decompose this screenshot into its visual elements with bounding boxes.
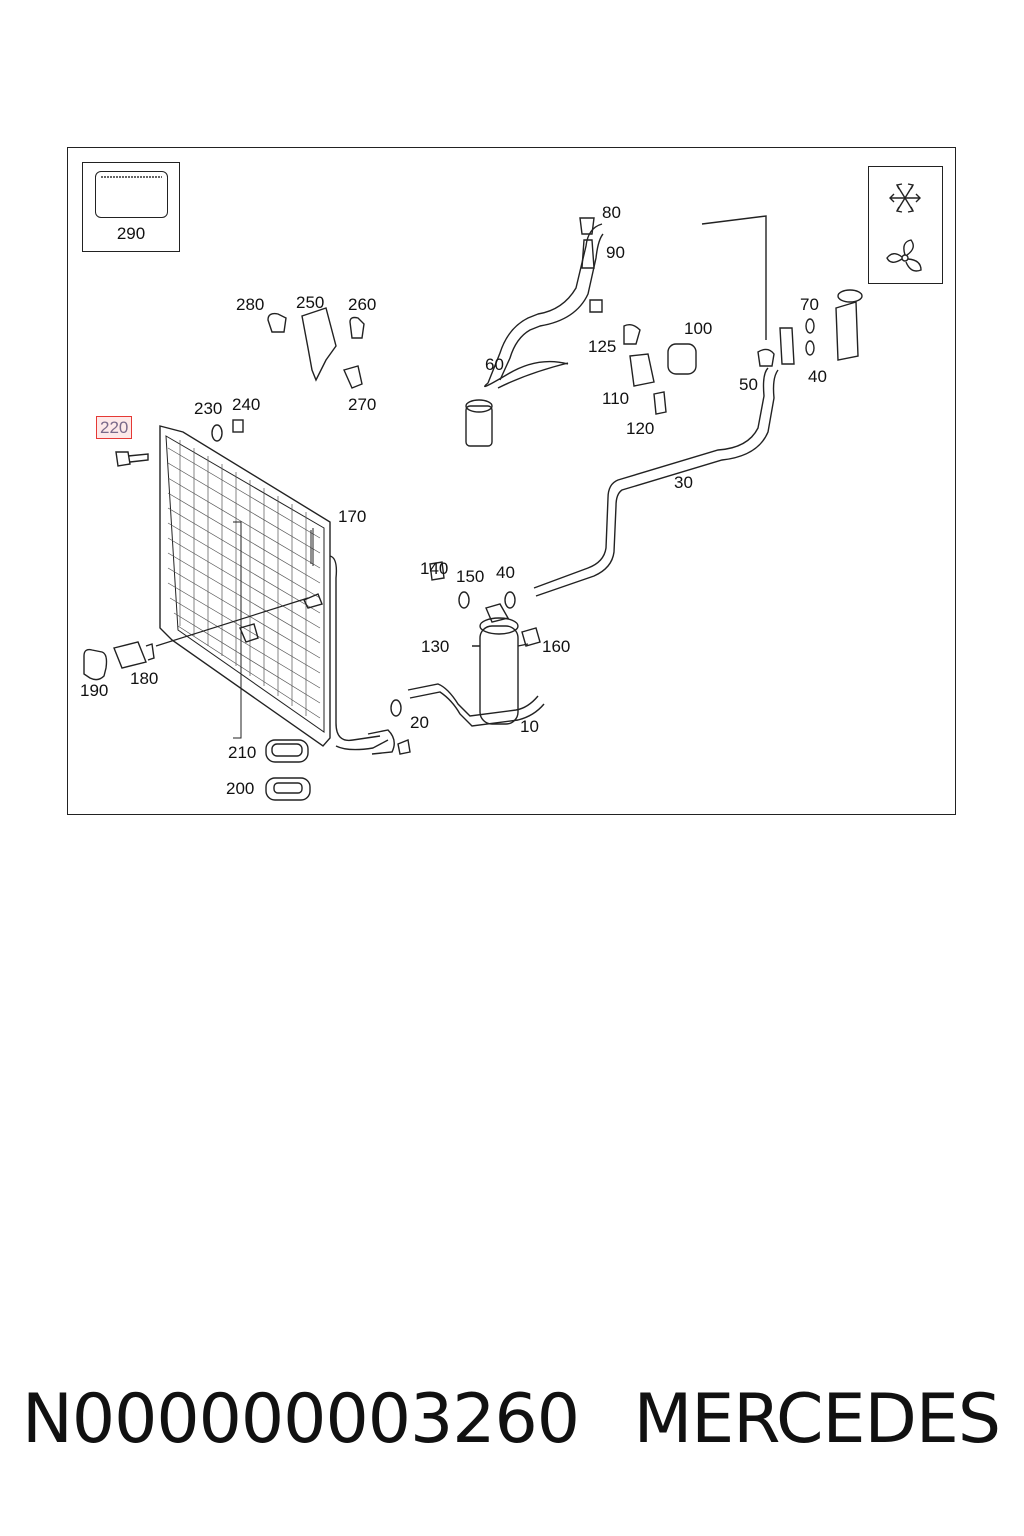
callout-160[interactable]: 160 bbox=[542, 637, 571, 656]
callout-30[interactable]: 30 bbox=[674, 473, 693, 492]
callout-200[interactable]: 200 bbox=[226, 779, 255, 798]
callout-190[interactable]: 190 bbox=[80, 681, 109, 700]
parts-diagram: 290 80 90 100 125 60 110 120 70 50 40 30… bbox=[67, 147, 956, 815]
callout-80[interactable]: 80 bbox=[602, 203, 621, 222]
symbol-drawings bbox=[886, 183, 922, 272]
callout-60[interactable]: 60 bbox=[485, 355, 504, 374]
label-plate-text-line bbox=[101, 176, 162, 178]
callout-270[interactable]: 270 bbox=[348, 395, 377, 414]
label-plate-drawing bbox=[95, 171, 168, 218]
callout-130[interactable]: 130 bbox=[421, 637, 450, 656]
brand-name: MERCEDES bbox=[633, 1380, 1001, 1459]
callout-280[interactable]: 280 bbox=[236, 295, 265, 314]
condenser-drawing bbox=[155, 425, 389, 751]
callout-210[interactable]: 210 bbox=[228, 743, 257, 762]
label-inset: 290 bbox=[82, 162, 180, 252]
diagram-drawing bbox=[83, 183, 922, 801]
callout-70[interactable]: 70 bbox=[800, 295, 819, 314]
callout-220[interactable]: 220 bbox=[96, 416, 133, 439]
callout-10[interactable]: 10 bbox=[520, 717, 539, 736]
callout-100[interactable]: 100 bbox=[684, 319, 713, 338]
callout-250[interactable]: 250 bbox=[296, 293, 325, 312]
callout-40-valve[interactable]: 40 bbox=[808, 367, 827, 386]
callout-120[interactable]: 120 bbox=[626, 419, 655, 438]
footer-caption: N000000003260 MERCEDES bbox=[0, 1375, 1024, 1465]
snowflake-icon bbox=[889, 183, 921, 213]
callout-240[interactable]: 240 bbox=[232, 395, 261, 414]
callout-260[interactable]: 260 bbox=[348, 295, 377, 314]
ac-symbol-box bbox=[868, 166, 943, 284]
callout-125[interactable]: 125 bbox=[588, 337, 617, 356]
callout-50[interactable]: 50 bbox=[739, 375, 758, 394]
callout-110[interactable]: 110 bbox=[602, 389, 630, 408]
callout-230[interactable]: 230 bbox=[194, 399, 223, 418]
fan-icon bbox=[886, 239, 922, 272]
callout-90[interactable]: 90 bbox=[606, 243, 625, 262]
callout-180[interactable]: 180 bbox=[130, 669, 159, 688]
callout-20[interactable]: 20 bbox=[410, 713, 429, 732]
callout-150[interactable]: 150 bbox=[456, 567, 485, 586]
inset-part-number: 290 bbox=[116, 224, 146, 243]
part-number: N000000003260 bbox=[22, 1380, 580, 1459]
callout-140[interactable]: 140 bbox=[420, 559, 449, 578]
callout-40-drier[interactable]: 40 bbox=[496, 563, 515, 582]
callout-170[interactable]: 170 bbox=[338, 507, 367, 526]
